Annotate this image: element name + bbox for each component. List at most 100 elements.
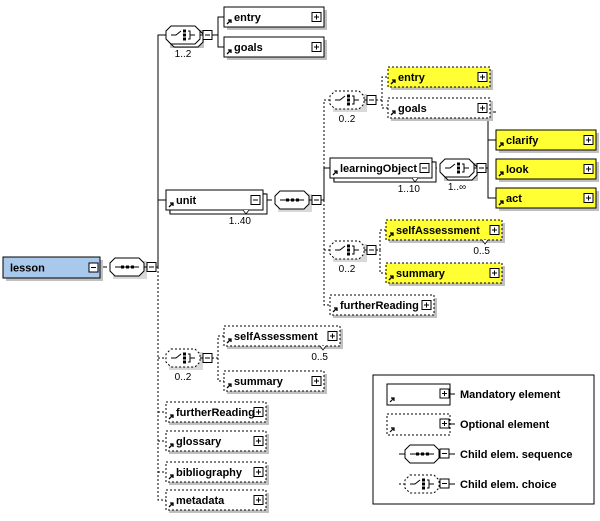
expand-toggle[interactable] bbox=[327, 331, 338, 341]
choice-switch-icon bbox=[445, 163, 456, 169]
element-box bbox=[165, 461, 267, 483]
element-metadata[interactable]: metadata bbox=[165, 489, 269, 513]
choice-switch-icon bbox=[171, 353, 182, 359]
element-clarify[interactable]: clarify bbox=[495, 129, 599, 153]
collapse-toggle[interactable] bbox=[439, 448, 450, 459]
choice-compositor-choice-unit-intro[interactable]: 0..2 bbox=[329, 90, 377, 125]
reference-arrow-icon bbox=[332, 307, 338, 313]
reference-arrow-icon bbox=[390, 79, 396, 85]
element-glossary[interactable]: glossary bbox=[165, 430, 269, 454]
element-label: selfAssessment bbox=[234, 331, 318, 343]
element-look[interactable]: look bbox=[495, 158, 599, 182]
element-box bbox=[495, 158, 597, 180]
element-summary-1[interactable]: summary bbox=[223, 370, 327, 394]
expand-toggle[interactable] bbox=[421, 300, 432, 310]
expand-toggle[interactable] bbox=[583, 135, 594, 145]
collapse-toggle[interactable] bbox=[202, 30, 213, 40]
collapse-toggle[interactable] bbox=[202, 353, 213, 363]
choice-dot bbox=[183, 33, 186, 37]
collapse-toggle[interactable] bbox=[419, 163, 430, 173]
reference-arrow-icon bbox=[226, 338, 232, 344]
occurrence-label: 0..5 bbox=[311, 352, 328, 363]
choice-compositor-choice-lo[interactable]: 1..∞ bbox=[439, 158, 487, 193]
legend-label: Optional element bbox=[460, 419, 550, 431]
expand-toggle[interactable] bbox=[311, 12, 322, 22]
element-goals-2[interactable]: goals bbox=[387, 97, 493, 121]
expand-toggle[interactable] bbox=[583, 164, 594, 174]
element-label: summary bbox=[234, 376, 284, 388]
element-selfAssessment-1[interactable]: selfAssessment 0..5 bbox=[223, 325, 343, 363]
expand-toggle[interactable] bbox=[253, 407, 264, 417]
occurrence-label: 0..2 bbox=[175, 372, 192, 383]
element-box bbox=[385, 262, 503, 284]
collapse-toggle[interactable] bbox=[146, 262, 157, 272]
element-entry-2[interactable]: entry bbox=[387, 66, 493, 90]
expand-toggle[interactable] bbox=[253, 495, 264, 505]
element-box bbox=[223, 370, 325, 392]
reference-arrow-icon bbox=[168, 202, 174, 208]
collapse-toggle[interactable] bbox=[366, 245, 377, 255]
connector-line bbox=[323, 99, 330, 200]
occurrence-marker bbox=[319, 345, 327, 351]
collapse-toggle[interactable] bbox=[88, 262, 99, 273]
expand-toggle[interactable] bbox=[253, 467, 264, 477]
connector-line bbox=[212, 335, 224, 359]
element-box bbox=[223, 36, 325, 58]
element-box bbox=[329, 294, 435, 316]
element-label: glossary bbox=[176, 436, 222, 448]
choice-compositor-choice-lesson-end[interactable]: 0..2 bbox=[165, 348, 213, 383]
element-summary-2[interactable]: summary bbox=[385, 262, 505, 286]
reference-arrow-icon bbox=[389, 397, 395, 403]
legend-label: Child elem. choice bbox=[460, 479, 557, 491]
reference-arrow-icon bbox=[168, 502, 174, 508]
connector-line bbox=[487, 139, 496, 168]
collapse-toggle[interactable] bbox=[476, 163, 487, 173]
collapse-toggle[interactable] bbox=[311, 195, 322, 205]
reference-arrow-icon bbox=[389, 427, 395, 433]
expand-toggle[interactable] bbox=[439, 388, 450, 399]
choice-dot bbox=[457, 162, 460, 166]
expand-toggle[interactable] bbox=[489, 268, 500, 278]
element-act[interactable]: act bbox=[495, 187, 599, 211]
choice-bracket bbox=[188, 30, 195, 40]
expand-toggle[interactable] bbox=[311, 42, 322, 52]
occurrence-marker bbox=[411, 177, 419, 183]
choice-dot bbox=[457, 170, 460, 174]
expand-toggle[interactable] bbox=[439, 418, 450, 429]
expand-toggle[interactable] bbox=[583, 193, 594, 203]
choice-dot bbox=[347, 248, 350, 252]
sequence-compositor-seq-lesson[interactable] bbox=[109, 257, 157, 279]
element-entry-1[interactable]: entry bbox=[223, 6, 327, 30]
connector-line bbox=[217, 358, 224, 382]
choice-dot bbox=[422, 486, 425, 490]
element-box bbox=[223, 325, 341, 347]
element-label: selfAssessment bbox=[396, 225, 480, 237]
choice-compositor-choice-unit-end[interactable]: 0..2 bbox=[329, 240, 377, 275]
collapse-toggle[interactable] bbox=[250, 195, 261, 205]
collapse-toggle[interactable] bbox=[439, 478, 450, 489]
element-label: metadata bbox=[176, 495, 225, 507]
element-furtherReading-1[interactable]: furtherReading bbox=[165, 401, 269, 425]
choice-compositor-choice-top[interactable]: 1..2 bbox=[165, 25, 213, 60]
element-label: look bbox=[506, 164, 529, 176]
collapse-toggle[interactable] bbox=[366, 95, 377, 105]
expand-toggle[interactable] bbox=[311, 376, 322, 386]
expand-toggle[interactable] bbox=[253, 436, 264, 446]
sequence-compositor-seq-unit[interactable] bbox=[274, 190, 322, 212]
choice-switch-icon bbox=[171, 30, 182, 36]
element-lesson[interactable]: lesson bbox=[2, 256, 103, 281]
element-box bbox=[495, 187, 597, 209]
expand-toggle[interactable] bbox=[477, 103, 488, 113]
occurrence-label: 0..2 bbox=[339, 114, 356, 125]
element-label: act bbox=[506, 193, 522, 205]
choice-bracket bbox=[188, 353, 195, 363]
element-furtherReading-2[interactable]: furtherReading bbox=[329, 294, 437, 318]
element-bibliography[interactable]: bibliography bbox=[165, 461, 269, 485]
element-goals-1[interactable]: goals bbox=[223, 36, 327, 60]
expand-toggle[interactable] bbox=[489, 225, 500, 235]
expand-toggle[interactable] bbox=[477, 72, 488, 82]
